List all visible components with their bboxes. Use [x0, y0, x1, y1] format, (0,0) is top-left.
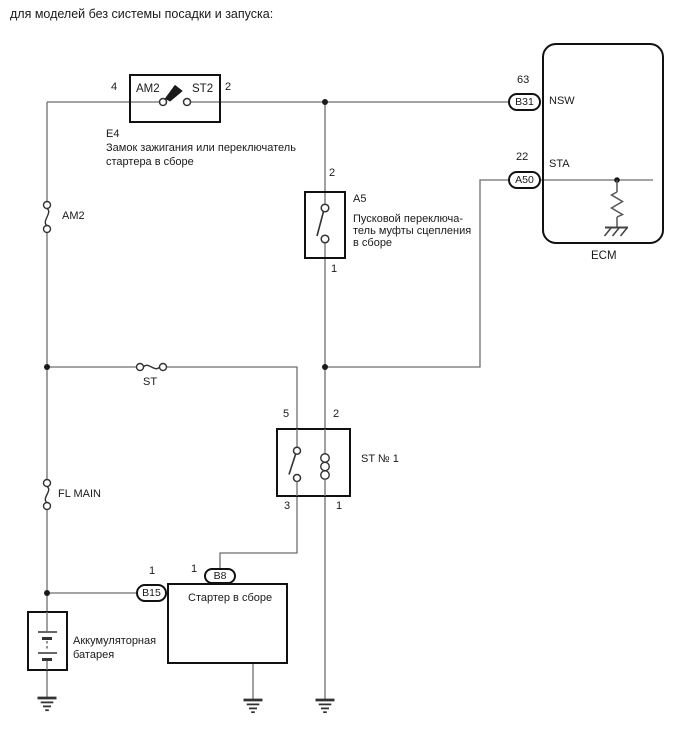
a5-desc-line1: Пусковой переключа- — [353, 213, 464, 225]
connector-a50: A50 — [508, 171, 541, 189]
ecm-symbol — [542, 43, 664, 244]
b15-pin: 1 — [149, 565, 156, 577]
chassis-ground-icon — [603, 226, 628, 237]
battery-desc-line1: Аккумуляторная — [73, 635, 157, 647]
a5-box — [304, 191, 346, 259]
wires — [46, 101, 653, 700]
ignition-key-icon — [165, 85, 183, 102]
relay-pin-1: 1 — [336, 500, 343, 512]
connector-b31: B31 — [508, 93, 541, 111]
battery-symbol — [27, 611, 68, 671]
relay-pin-2: 2 — [333, 408, 340, 420]
relay-box — [276, 428, 351, 497]
e4-box — [129, 74, 221, 123]
battery-desc-line2: батарея — [73, 649, 115, 661]
diagram-title: для моделей без системы посадки и запуск… — [10, 7, 274, 21]
e4-code: E4 — [106, 128, 120, 140]
connector-b15: B15 — [136, 584, 167, 602]
e4-desc-line2: стартера в сборе — [106, 156, 194, 168]
junction-dots — [44, 99, 620, 596]
ecm-nsw-signal: NSW — [549, 95, 575, 107]
fuse-am2-symbol — [42, 200, 52, 234]
b8-pin: 1 — [191, 563, 198, 575]
ecm-sta-signal: STA — [549, 158, 570, 170]
relay-pin-3: 3 — [284, 500, 291, 512]
fuse-st-label: ST — [143, 376, 158, 388]
relay-coil-icon — [320, 453, 330, 480]
fuse-fl-main-label: FL MAIN — [58, 488, 101, 500]
a5-code: A5 — [353, 193, 367, 205]
e4-pin-left: 4 — [111, 81, 118, 93]
fuse-am2-label: AM2 — [62, 210, 85, 222]
connector-b8: B8 — [204, 568, 236, 584]
fuse-st-symbol — [135, 362, 168, 372]
a5-pin-top: 2 — [329, 167, 336, 179]
a5-pin-bottom: 1 — [331, 263, 338, 275]
ecm-sta-pin: 22 — [516, 151, 529, 163]
starter-label: Стартер в сборе — [188, 592, 273, 604]
starter-symbol — [167, 583, 288, 664]
e4-pin-right: 2 — [225, 81, 232, 93]
clutch-switch-symbol — [304, 191, 346, 259]
ecm-label: ECM — [591, 250, 617, 262]
ecm-nsw-pin: 63 — [517, 74, 530, 86]
a5-desc-line3: в сборе — [353, 237, 393, 249]
e4-terminal-am2: AM2 — [136, 83, 160, 95]
ignition-switch-symbol — [129, 74, 221, 123]
relay-label: ST № 1 — [361, 453, 399, 465]
relay-pin-5: 5 — [283, 408, 290, 420]
starter-box — [167, 583, 288, 664]
relay-symbol — [276, 428, 351, 497]
ground-symbol — [242, 698, 264, 714]
ecm-pulldown-resistor — [609, 180, 625, 227]
e4-terminal-st2: ST2 — [192, 83, 214, 95]
fuse-fl-main-symbol — [42, 478, 52, 511]
ecm-box — [542, 43, 664, 244]
ground-symbol — [36, 696, 58, 712]
ground-symbol — [314, 698, 336, 714]
e4-desc-line1: Замок зажигания или переключатель — [106, 142, 296, 154]
a5-desc-line2: тель муфты сцепления — [353, 225, 472, 237]
